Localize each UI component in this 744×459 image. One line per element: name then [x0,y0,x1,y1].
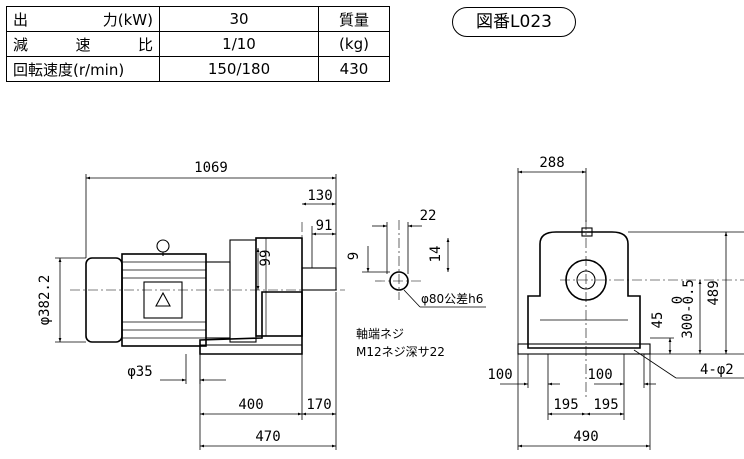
output-value: 30 [159,6,319,32]
dim-tol-lower: -0.5 [681,279,697,313]
spec-row-output: 出力(kW) 30 質量 [6,6,390,32]
front-housing [527,231,641,349]
dim-base-overhang: 170 [306,397,331,413]
figure-number-badge: 図番L023 [452,7,576,37]
tap-label: 軸端ネジ [356,327,404,341]
spec-row-ratio: 減速比 1/10 (kg) [6,31,390,57]
ratio-value: 1/10 [159,31,319,57]
shaft-end-detail: 22 9 14 φ80公差h6 軸端ネジ M12ネジ深サ22 [346,208,486,359]
spec-table: 出力(kW) 30 質量 減速比 1/10 (kg) 回転速度(r/min) 1… [6,6,390,82]
output-shaft [301,267,337,291]
dim-tol-upper: 0 [670,296,686,304]
dim-width-top: 288 [539,155,564,171]
mass-value: 430 [318,56,390,82]
eye-bolt [156,239,170,253]
dim-bolt-pitch-right: 195 [593,397,618,413]
dim-base-total: 470 [255,429,280,445]
speed-label: 回転速度(r/min) [6,56,160,82]
terminal-box [143,281,183,319]
dim-total-length: 1069 [194,160,228,176]
dim-shaft-length: 130 [307,188,332,204]
side-view: 1069 130 91 99 φ382.2 φ35 400 170 470 [37,160,345,450]
shaft-diameter-label: φ80公差h6 [421,292,483,306]
speed-value: 150/180 [159,56,319,82]
dim-bolt-pitch-left: 195 [553,397,578,413]
dim-base-thickness: 45 [650,312,666,329]
tap-spec: M12ネジ深サ22 [356,345,445,359]
dim-base-length: 400 [238,397,263,413]
dim-hole-diameter: φ35 [127,364,152,380]
front-base-plate [517,343,651,355]
front-view: 288 489 300 0 -0.5 45 100 100 195 195 [487,155,744,450]
ratio-label: 減速比 [6,31,160,57]
motor-end-cover [85,257,123,343]
mass-label: 質量 [318,6,390,32]
dim-total-height: 489 [706,280,722,305]
dim-shaft-height: 99 [258,250,274,267]
motor-body [121,253,207,347]
dim-foot-left: 100 [487,367,512,383]
dim-base-width: 490 [573,429,598,445]
dim-key-length: 91 [316,218,333,234]
mass-unit: (kg) [318,31,390,57]
dim-key-width: 22 [420,208,437,224]
dim-motor-diameter: φ382.2 [37,275,53,326]
mount-holes-label: 4-φ2 [700,362,734,378]
dim-key-height: 14 [428,246,444,263]
spec-row-speed: 回転速度(r/min) 150/180 430 [6,56,390,82]
dim-key-depth: 9 [346,252,362,260]
output-label: 出力(kW) [6,6,160,32]
dim-shaft-center-height: 300 [680,313,696,338]
dim-foot-right: 100 [587,367,612,383]
